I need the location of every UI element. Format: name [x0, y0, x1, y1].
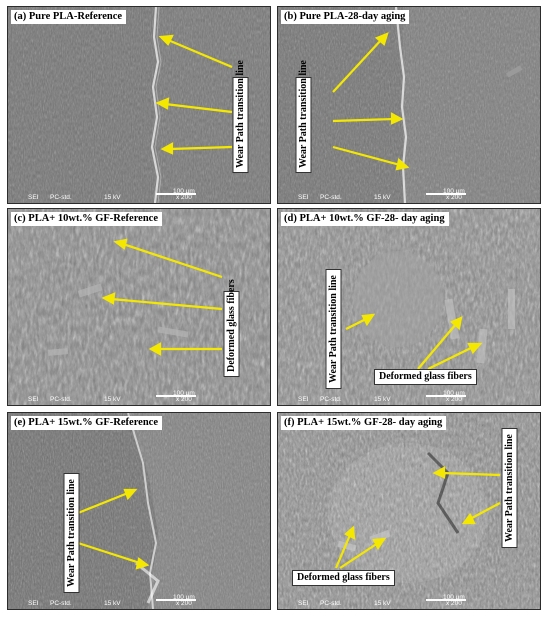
scale-text: 100 µm	[443, 594, 465, 601]
detector-text: SEI	[28, 194, 39, 201]
panel-d-callout-2: Deformed glass fibers	[374, 369, 477, 385]
sem-image-e	[8, 413, 270, 609]
panel-f-label: (f) PLA+ 15wt.% GF-28- day aging	[281, 416, 447, 430]
panel-f-scale-bar	[426, 599, 466, 601]
panel-c: (c) PLA+ 10wt.% GF-Reference Deformed gl…	[7, 208, 271, 406]
panel-e-footer: SEI PC-std. 15 kV 100 µm x 200	[8, 594, 270, 609]
panel-f-callout-2: Deformed glass fibers	[292, 570, 395, 586]
panel-c-callout: Deformed glass fibers	[224, 279, 240, 377]
mode-text: PC-std.	[50, 194, 72, 201]
mag-text: x 200	[176, 396, 192, 403]
sem-image-b	[278, 7, 540, 203]
mode-text: PC-std.	[320, 194, 342, 201]
panel-a-callout: Wear Path transition line	[233, 60, 249, 173]
panel-d-callout: Wear Path transition line	[326, 269, 342, 389]
detector-text: SEI	[298, 396, 309, 403]
mag-text: x 200	[446, 396, 462, 403]
panel-b-footer: SEI PC-std. 15 kV 100 µm x 200	[278, 188, 540, 203]
panel-e: (e) PLA+ 15wt.% GF-Reference Wear Path t…	[7, 412, 271, 610]
mag-text: x 200	[446, 194, 462, 201]
scale-text: 100 µm	[173, 188, 195, 195]
scale-text: 100 µm	[173, 594, 195, 601]
mag-text: x 200	[446, 600, 462, 607]
panel-a-scale-bar	[156, 193, 196, 195]
mag-text: x 200	[176, 600, 192, 607]
panel-b-label: (b) Pure PLA-28-day aging	[281, 10, 410, 24]
detector-text: SEI	[28, 600, 39, 607]
detector-text: SEI	[298, 600, 309, 607]
scale-text: 100 µm	[173, 390, 195, 397]
voltage-text: 15 kV	[374, 194, 391, 201]
mag-text: x 200	[176, 194, 192, 201]
mode-text: PC-std.	[320, 600, 342, 607]
panel-c-scale-bar	[156, 395, 196, 397]
panel-e-callout: Wear Path transition line	[64, 473, 80, 593]
detector-text: SEI	[298, 194, 309, 201]
panel-a-label: (a) Pure PLA-Reference	[11, 10, 127, 24]
voltage-text: 15 kV	[104, 396, 121, 403]
mode-text: PC-std.	[50, 396, 72, 403]
panel-a-footer: SEI PC-std. 15 kV 100 µm x 200	[8, 188, 270, 203]
panel-c-label: (c) PLA+ 10wt.% GF-Reference	[11, 212, 162, 226]
sem-image-f	[278, 413, 540, 609]
panel-f: (f) PLA+ 15wt.% GF-28- day aging Wear Pa…	[277, 412, 541, 610]
panel-d-label: (d) PLA+ 10wt.% GF-28- day aging	[281, 212, 449, 226]
scale-text: 100 µm	[443, 188, 465, 195]
sem-image-a	[8, 7, 270, 203]
panel-a: (a) Pure PLA-Reference Wear Path transit…	[7, 6, 271, 204]
panel-f-callout: Wear Path transition line	[502, 428, 518, 548]
detector-text: SEI	[28, 396, 39, 403]
voltage-text: 15 kV	[374, 600, 391, 607]
panel-c-footer: SEI PC-std. 15 kV 100 µm x 200	[8, 390, 270, 405]
panel-b: (b) Pure PLA-28-day aging Wear Path tran…	[277, 6, 541, 204]
voltage-text: 15 kV	[104, 600, 121, 607]
panel-d: (d) PLA+ 10wt.% GF-28- day aging Wear Pa…	[277, 208, 541, 406]
mode-text: PC-std.	[320, 396, 342, 403]
panel-d-scale-bar	[426, 395, 466, 397]
panel-e-label: (e) PLA+ 15wt.% GF-Reference	[11, 416, 162, 430]
voltage-text: 15 kV	[374, 396, 391, 403]
panel-b-scale-bar	[426, 193, 466, 195]
panel-f-footer: SEI PC-std. 15 kV 100 µm x 200	[278, 594, 540, 609]
panel-b-callout: Wear Path transition line	[296, 60, 312, 173]
voltage-text: 15 kV	[104, 194, 121, 201]
panel-d-footer: SEI PC-std. 15 kV 100 µm x 200	[278, 390, 540, 405]
panel-e-scale-bar	[156, 599, 196, 601]
scale-text: 100 µm	[443, 390, 465, 397]
mode-text: PC-std.	[50, 600, 72, 607]
